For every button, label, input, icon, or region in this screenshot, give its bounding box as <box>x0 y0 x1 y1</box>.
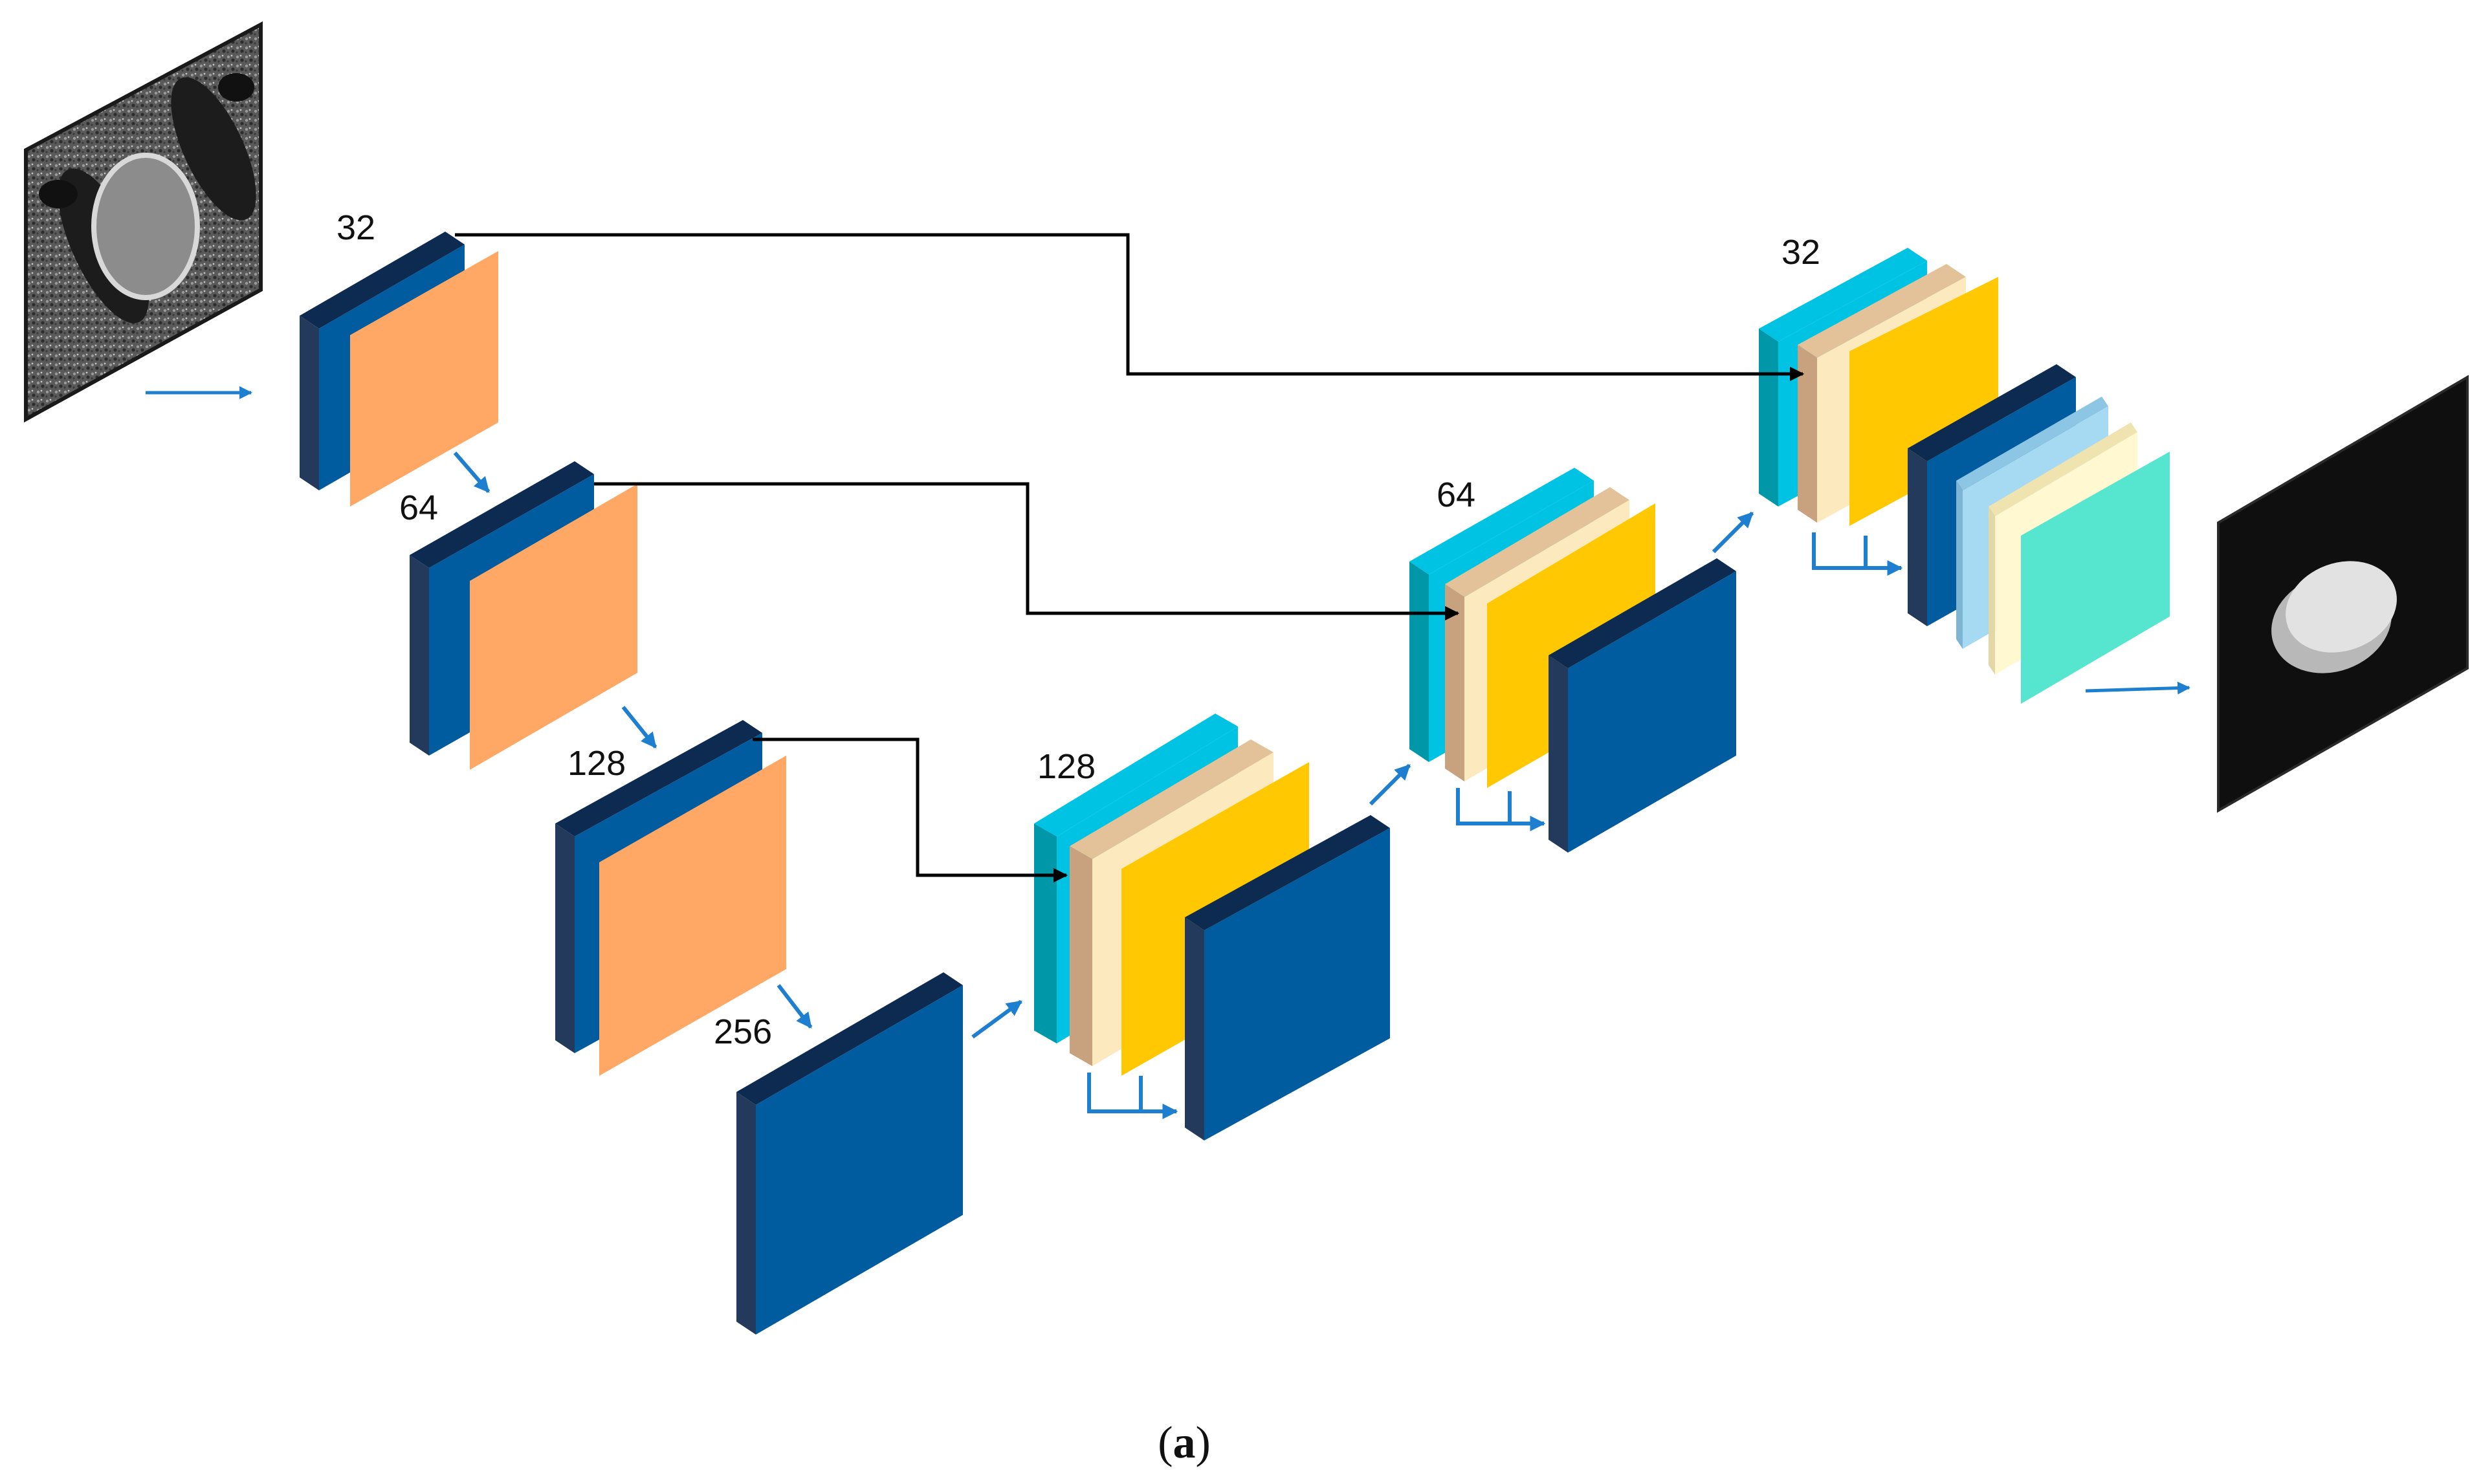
figure-caption: (a) <box>1158 1418 1211 1468</box>
label-enc-1: 32 <box>336 208 375 247</box>
skip-connection-2 <box>594 482 1460 621</box>
encoder-block-3 <box>555 720 786 1076</box>
caption-open: ( <box>1158 1418 1173 1468</box>
output-arrow <box>2085 681 2190 695</box>
down-arrow-1 <box>453 452 491 493</box>
conv-arrow-dec-3 <box>1087 1073 1178 1119</box>
down-arrow-3 <box>777 984 813 1029</box>
label-bottleneck: 256 <box>714 1012 772 1051</box>
down-arrow-2 <box>621 706 657 748</box>
caption-letter: a <box>1173 1418 1196 1468</box>
label-dec-3: 128 <box>1037 747 1096 786</box>
bottleneck-block <box>736 972 963 1335</box>
skip-connection-3 <box>753 737 1068 883</box>
label-dec-1: 32 <box>1781 233 1820 272</box>
encoder-block-1 <box>300 232 498 507</box>
up-arrow-1 <box>971 999 1022 1039</box>
label-enc-2: 64 <box>399 488 438 527</box>
decoder-block-3 <box>1034 714 1390 1140</box>
up-arrow-3 <box>1712 511 1754 554</box>
conv-arrow-dec-2 <box>1456 788 1546 831</box>
label-enc-3: 128 <box>568 744 626 783</box>
skip-connection-1 <box>455 233 1805 382</box>
decoder-block-1 <box>1759 248 2170 704</box>
input-mri-image <box>24 21 263 423</box>
conv-arrow-dec-1 <box>1812 532 1903 576</box>
label-dec-2: 64 <box>1437 475 1475 514</box>
up-arrow-2 <box>1369 763 1411 806</box>
caption-close: ) <box>1196 1418 1211 1468</box>
output-segmentation-mask <box>2217 375 2469 813</box>
encoder-block-2 <box>410 461 637 770</box>
